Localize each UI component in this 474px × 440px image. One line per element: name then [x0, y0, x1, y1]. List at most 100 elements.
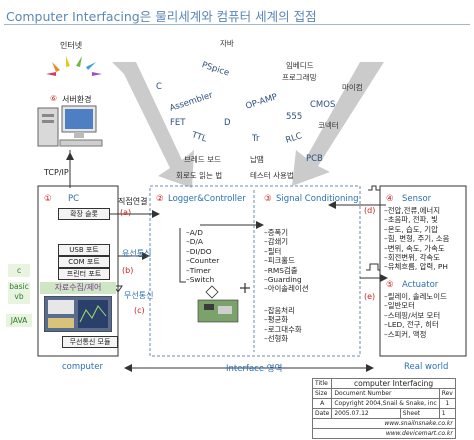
sheet-value-cell: 1 [438, 408, 456, 419]
logger-item: –A/D [186, 228, 203, 237]
term-breadboard: 브레드 보드 [184, 155, 221, 164]
sensor-number: ④ [386, 194, 394, 204]
size-value-cell: A [311, 398, 333, 409]
actuator-item: –스피커, 액정 [384, 329, 427, 339]
actuator-number: ⑤ [386, 280, 394, 290]
actuator-title: Actuator [402, 280, 439, 290]
sensor-item: –전압,전류,에너지 [384, 206, 440, 215]
size-label-cell: Size [311, 388, 333, 399]
title-value-cell: computer Interfacing [331, 378, 456, 389]
signal-item: –Guarding [264, 275, 302, 285]
label-d: (d) [364, 206, 376, 215]
actuator-item: –일반모터 [384, 301, 415, 311]
logger-item: –D/A [186, 237, 203, 247]
title-block: Title computer Interfacing Size Document… [311, 378, 456, 439]
url2-cell: www.devicemart.co.kr [312, 428, 456, 439]
internet-label: 인터넷 [60, 41, 83, 50]
signal-item: –RMS검출 [264, 265, 298, 275]
data-acquisition-label: 자료수집/제어 [40, 282, 116, 294]
logger-list: –A/D –D/A –DI/DO –Counter –Timer –Switch [186, 228, 219, 284]
term-schematic: 회로도 읽는 법 [176, 171, 223, 180]
actuator-item: –LED, 전구, 히터 [384, 320, 439, 330]
logger-number: ② [156, 194, 164, 204]
actuator-item: –릴레이, 솔레노이드 [384, 292, 447, 301]
signal-title: Signal Conditioning [276, 194, 359, 204]
label-c: (c) [134, 306, 145, 315]
label-a: (a) [120, 208, 132, 217]
term-java: 자바 [220, 39, 234, 48]
sensor-item: –힘, 변형, 주기, 소음 [384, 234, 450, 244]
signal-item: –아이솔레이션 [264, 284, 309, 294]
actuator-list: –릴레이, 솔레노이드 –일반모터 –스테핑/서보 모터 –LED, 전구, 히… [384, 292, 447, 339]
interface-area-label: Interface 영역 [226, 364, 283, 374]
signal-item: –로그대수화 [264, 324, 302, 334]
term-555: 555 [286, 112, 303, 122]
term-tr: Tr [252, 134, 260, 144]
pc-title: PC [68, 194, 80, 204]
label-b: (b) [122, 266, 134, 275]
lang-basic-vb: basic vb [8, 282, 30, 304]
signal-item: –감쇄기 [264, 237, 289, 247]
sensor-item: –초음파, 전파, 빛 [384, 215, 438, 225]
signal-list-bottom: –잡음처리 –평균화 –로그대수화 –선형화 [264, 306, 302, 344]
copyright-cell: Copyright 2004,Snail & Snake, inc [331, 398, 440, 409]
label-e: (e) [364, 292, 376, 301]
rev-label-cell: Rev [438, 388, 456, 399]
page-title: Computer Interfacing은 물리세계와 컴퓨터 세계의 접점 [6, 9, 317, 24]
server-number: ⑥ [50, 94, 58, 103]
signal-item: –피크홀드 [264, 256, 295, 266]
computer-label: computer [62, 362, 103, 372]
signal-item: –잡음처리 [264, 306, 295, 315]
sensor-list: –전압,전류,에너지 –초음파, 전파, 빛 –온도, 습도, 기압 –힘, 변… [384, 206, 449, 272]
term-pcb: PCB [306, 154, 323, 164]
title-label-cell: Title [311, 378, 333, 389]
logger-item: –DI/DO [186, 246, 212, 256]
docnum-label-cell: Document Number [331, 388, 440, 399]
logger-item: –Switch [186, 275, 215, 285]
server-computer-icon [37, 105, 103, 147]
actuator-item: –스테핑/서보 모터 [384, 310, 441, 320]
logger-item: –Counter [186, 256, 220, 266]
title-divider [4, 24, 470, 25]
term-soldering: 납땜 [250, 155, 264, 164]
signal-number: ③ [264, 194, 272, 204]
right-big-arrow [292, 62, 384, 186]
signal-item: –증폭기 [264, 228, 289, 237]
usb-port: USB 포트 [58, 244, 110, 256]
signal-item: –평균화 [264, 315, 289, 325]
logger-title: Logger&Controller [168, 194, 246, 204]
term-fet: FET [170, 118, 186, 128]
date-value-cell: 2005.07.12 [331, 408, 401, 419]
term-c: C [156, 82, 162, 92]
direct-connect-label: 직접연결 [118, 197, 148, 206]
sensor-item: –회전변위, 각속도 [384, 253, 440, 263]
term-embedded: 임베디드 [286, 61, 314, 70]
lang-c: c [8, 264, 30, 277]
signal-item: –선형화 [264, 334, 289, 344]
sheet-label-cell: Sheet [399, 408, 440, 419]
date-label-cell: Date [311, 408, 333, 419]
wireless-label: 무선통신 [124, 291, 154, 300]
rev-value-cell: 1 [438, 398, 456, 409]
left-big-arrow [112, 62, 194, 188]
printer-port: 프린터 포트 [58, 268, 110, 280]
internet-rays [46, 56, 102, 76]
tcpip-label: TCP/IP [44, 168, 69, 177]
wireless-module: 무선통신 모듈 [62, 336, 118, 348]
signal-item: –필터 [264, 246, 282, 256]
term-micom: 마이컴 [342, 83, 363, 92]
daq-screen-thumbnail [44, 296, 112, 332]
term-programming: 프로그래밍 [282, 73, 317, 82]
com-port: COM 포트 [58, 256, 110, 268]
url1-cell: www.snailnsnake.co.kr [312, 418, 456, 429]
term-cmos: CMOS [310, 100, 336, 110]
sensor-item: –온도, 습도, 기압 [384, 224, 438, 234]
term-d: D [224, 118, 231, 128]
expansion-slot: 확장 슬롯 [58, 208, 110, 220]
real-world-label: Real world [404, 362, 449, 372]
server-label: 서버환경 [62, 95, 92, 104]
wired-label: 유선통신 [122, 249, 152, 258]
lang-java: JAVA [6, 314, 32, 327]
term-connector: 코넥터 [318, 121, 339, 130]
